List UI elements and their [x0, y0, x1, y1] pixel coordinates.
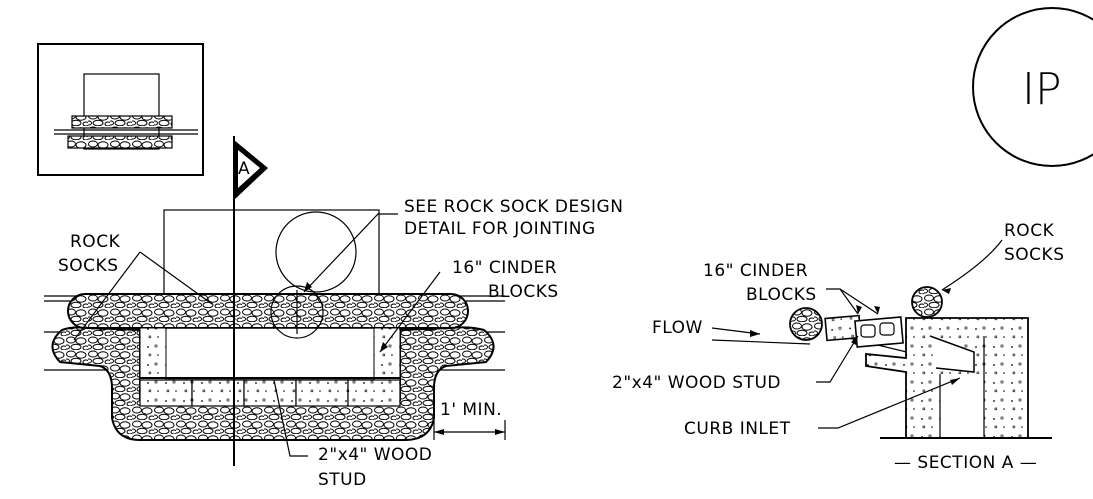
cinder-left-label-1: 16" CINDER — [452, 258, 557, 278]
curb-inlet-label: CURB INLET — [684, 419, 791, 439]
rock-sock-section-left — [789, 307, 823, 341]
sheet-tag-label: IP — [1022, 64, 1062, 115]
jointing-detail-circle-large — [275, 211, 357, 293]
rock-socks-left-label-2: SOCKS — [58, 256, 118, 276]
labels: SEE ROCK SOCK DESIGN DETAIL FOR JOINTING… — [58, 197, 1064, 490]
cinder-right-label-2: BLOCKS — [746, 285, 817, 305]
rock-socks-left-label-1: ROCK — [70, 232, 121, 252]
section-marker-label: A — [238, 159, 250, 179]
note-design-label: SEE ROCK SOCK DESIGN — [404, 197, 623, 217]
stud-left-label-2: STUD — [318, 470, 367, 490]
rock-sock-section-right — [911, 286, 943, 318]
jointing-detail-circle-small — [270, 285, 324, 339]
section-title-label: — SECTION A — — [894, 453, 1037, 473]
note-jointing-label: DETAIL FOR JOINTING — [404, 219, 596, 239]
stud-right-label: 2"x4" WOOD STUD — [612, 373, 781, 393]
section-view — [711, 239, 1052, 439]
rock-socks-right-label-2: SOCKS — [1004, 245, 1064, 265]
sheet-tag: IP — [972, 7, 1093, 167]
rock-socks-right-label-1: ROCK — [1004, 221, 1055, 241]
stud-left-label-1: 2"x4" WOOD — [318, 445, 432, 465]
key-map — [37, 43, 204, 176]
cinder-right-label-1: 16" CINDER — [703, 261, 808, 281]
cinder-blocks-row — [139, 377, 401, 407]
rock-sock-top — [67, 293, 469, 329]
section-cinder-blocks — [824, 314, 904, 348]
flow-label: FLOW — [652, 318, 703, 338]
cinder-left-label-2: BLOCKS — [488, 282, 559, 302]
plan-view: A — [44, 136, 506, 466]
min-dim-label: 1' MIN. — [440, 400, 502, 420]
